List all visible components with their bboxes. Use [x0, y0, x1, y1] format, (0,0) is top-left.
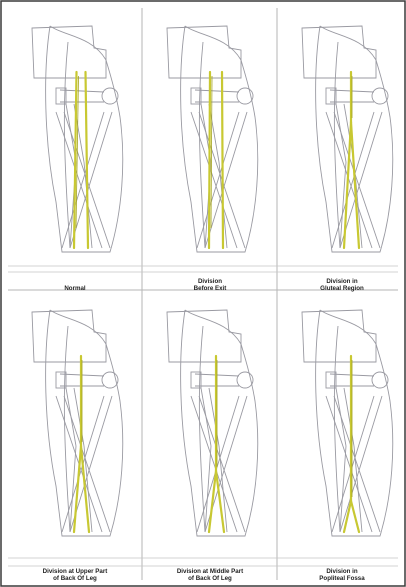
panel-label-line1: Normal	[15, 285, 135, 292]
tibial-division	[209, 72, 210, 248]
common-peroneal-division	[222, 72, 223, 248]
panel-label-upper-back: Division at Upper Part of Back Of Leg	[15, 568, 135, 582]
panel-label-line1: Division	[150, 278, 270, 285]
panel-label-line2: of Back Of Leg	[150, 575, 270, 582]
panel-label-line2: Gluteal Region	[282, 285, 402, 292]
panel-label-popliteal: Division in Popliteal Fossa	[282, 568, 402, 582]
panel-label-line1: Division at Upper Part	[15, 568, 135, 575]
panel-label-before-exit: Division Before Exit	[150, 278, 270, 292]
panel-label-middle-back: Division at Middle Part of Back Of Leg	[150, 568, 270, 582]
panel-label-gluteal: Division in Gluteal Region	[282, 278, 402, 292]
panel-label-line1: Division in	[282, 568, 402, 575]
panel-label-line1: Division at Middle Part	[150, 568, 270, 575]
panel-label-line2: Popliteal Fossa	[282, 575, 402, 582]
panel-label-line1: Division in	[282, 278, 402, 285]
panel-label-normal: Normal	[15, 285, 135, 292]
panel-label-line2: Before Exit	[150, 285, 270, 292]
panel-label-line2: of Back Of Leg	[15, 575, 135, 582]
